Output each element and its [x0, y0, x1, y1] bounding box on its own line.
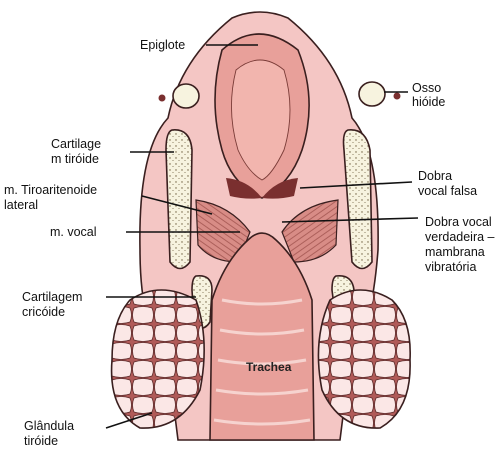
label-cartilagem-cricoide-line1: Cartilagem [22, 290, 82, 304]
label-osso-hioide-line1: Osso [412, 81, 441, 95]
label-glandula-line1: Glândula [24, 419, 74, 433]
label-cartilagem-tiroide-line1: Cartilage [51, 137, 101, 151]
thyroid-gland-right [318, 290, 410, 428]
thyroid-cartilage-left [166, 130, 192, 269]
label-dobra-verdadeira-line4: vibratória [425, 260, 476, 274]
label-cartilagem-tiroide-line2: m tiróide [51, 152, 99, 166]
label-dobra-verdadeira-line1: Dobra vocal [425, 215, 492, 229]
hyoid-dot-right [394, 93, 401, 100]
label-glandula-line2: tiróide [24, 434, 58, 448]
label-epiglote: Epiglote [140, 38, 185, 52]
label-dobra-falsa-line1: Dobra [418, 169, 452, 183]
label-osso-hioide-line2: hióide [412, 95, 445, 109]
hyoid-bone-right [359, 82, 385, 106]
label-dobra-verdadeira-line3: mambrana [425, 245, 485, 259]
label-dobra-falsa-line2: vocal falsa [418, 184, 477, 198]
label-trachea: Trachea [246, 360, 292, 374]
label-dobra-verdadeira-line2: verdadeira – [425, 230, 495, 244]
label-cartilagem-cricoide-line2: cricóide [22, 305, 65, 319]
label-tiroaritenoide-line1: m. Tiroaritenoide [4, 183, 97, 197]
hyoid-dot-left [159, 95, 166, 102]
label-tiroaritenoide-line2: lateral [4, 198, 38, 212]
hyoid-bone-left [173, 84, 199, 108]
label-m-vocal: m. vocal [50, 225, 97, 239]
